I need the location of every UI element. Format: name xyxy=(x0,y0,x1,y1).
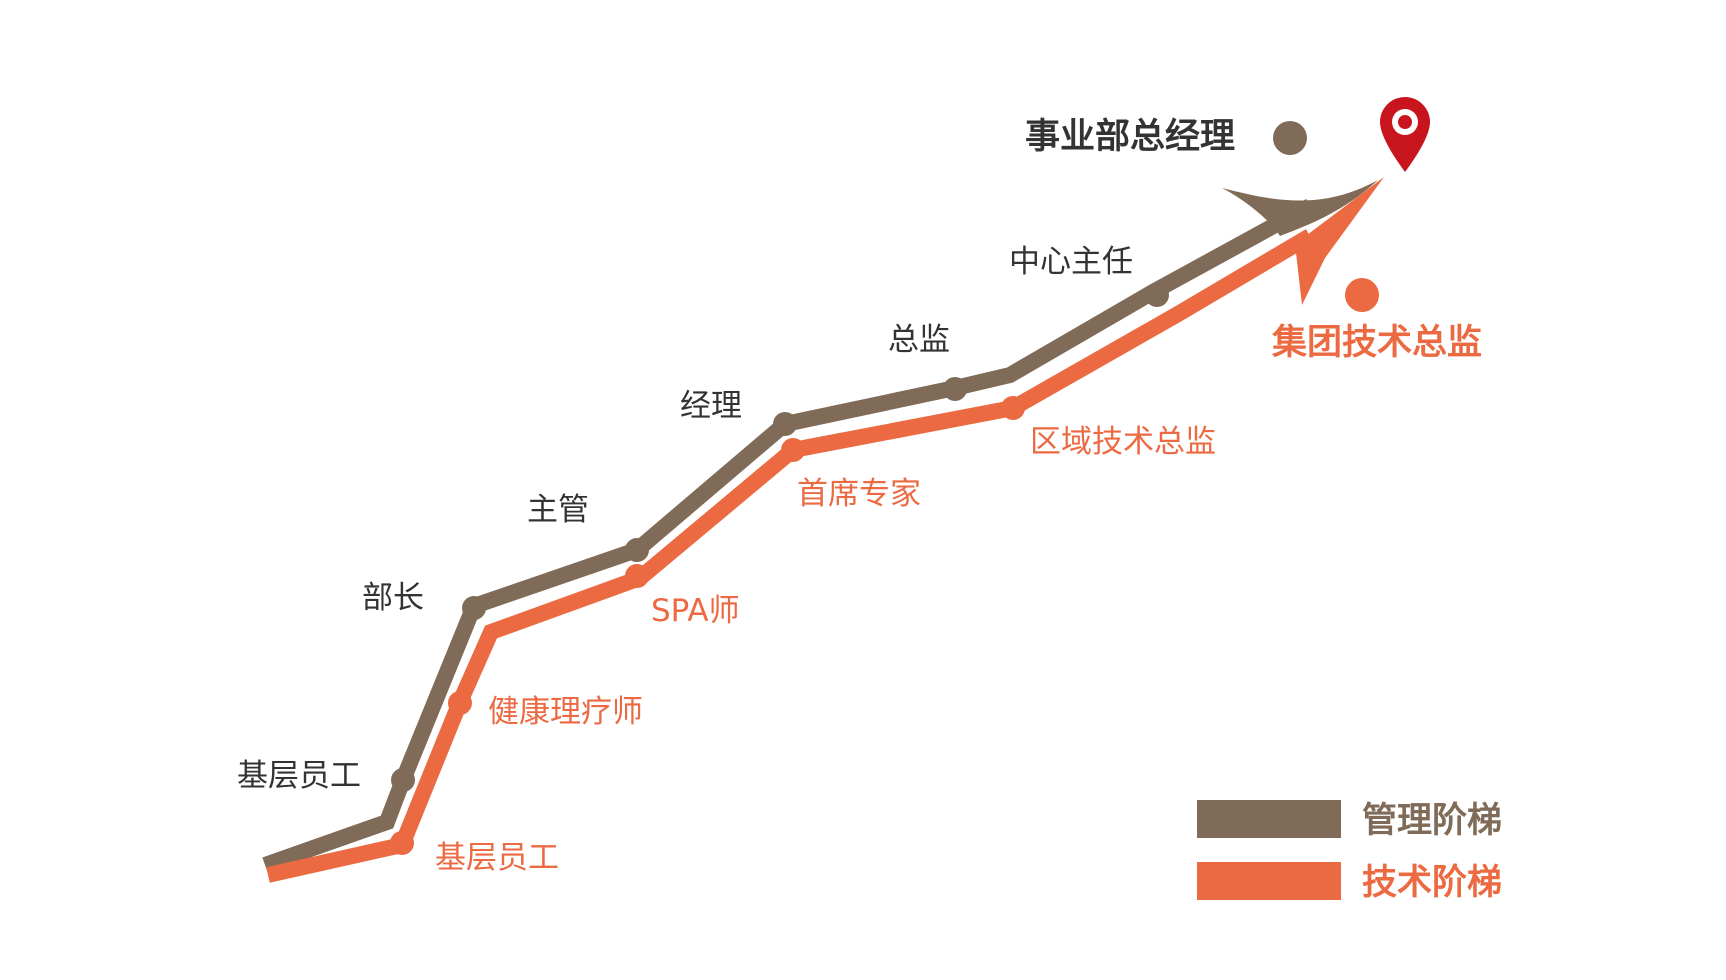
legend-swatch-technical xyxy=(1197,862,1341,900)
legend-label-management: 管理阶梯 xyxy=(1362,801,1502,841)
technical-node-5 xyxy=(1001,396,1025,420)
technical-step-label-2: 健康理疗师 xyxy=(488,694,643,730)
management-node-1 xyxy=(391,768,415,792)
legend: 管理阶梯 技术阶梯 xyxy=(1197,800,1502,903)
management-goal-dot xyxy=(1273,121,1307,155)
management-node-6 xyxy=(1145,283,1169,307)
technical-path xyxy=(266,229,1315,883)
location-pin-icon xyxy=(1380,97,1430,172)
management-node-5 xyxy=(943,377,967,401)
management-goal-label: 事业部总经理 xyxy=(1025,117,1235,157)
legend-label-technical: 技术阶梯 xyxy=(1362,863,1502,903)
technical-step-label-1: 基层员工 xyxy=(435,840,559,876)
management-step-label-3: 主管 xyxy=(527,492,589,528)
management-node-4 xyxy=(773,412,797,436)
management-step-label-6: 中心主任 xyxy=(1009,244,1133,280)
technical-node-3 xyxy=(625,564,649,588)
technical-step-label-5: 区域技术总监 xyxy=(1030,424,1216,460)
legend-swatch-management xyxy=(1197,800,1341,838)
management-node-3 xyxy=(625,538,649,562)
management-path xyxy=(262,198,1314,873)
technical-step-label-4: 首席专家 xyxy=(797,476,921,512)
technical-goal-label: 集团技术总监 xyxy=(1271,323,1482,363)
technical-goal-dot xyxy=(1345,278,1379,312)
management-step-label-4: 经理 xyxy=(680,388,742,424)
management-arrowhead xyxy=(1222,180,1378,236)
technical-node-2 xyxy=(448,691,472,715)
management-step-label-2: 部长 xyxy=(362,580,424,616)
management-step-label-5: 总监 xyxy=(888,322,950,358)
technical-node-4 xyxy=(781,438,805,462)
management-node-2 xyxy=(462,596,486,620)
management-step-label-1: 基层员工 xyxy=(237,758,361,794)
technical-step-label-3: SPA师 xyxy=(651,593,740,629)
technical-arrowhead xyxy=(1295,177,1384,305)
technical-node-1 xyxy=(390,831,414,855)
